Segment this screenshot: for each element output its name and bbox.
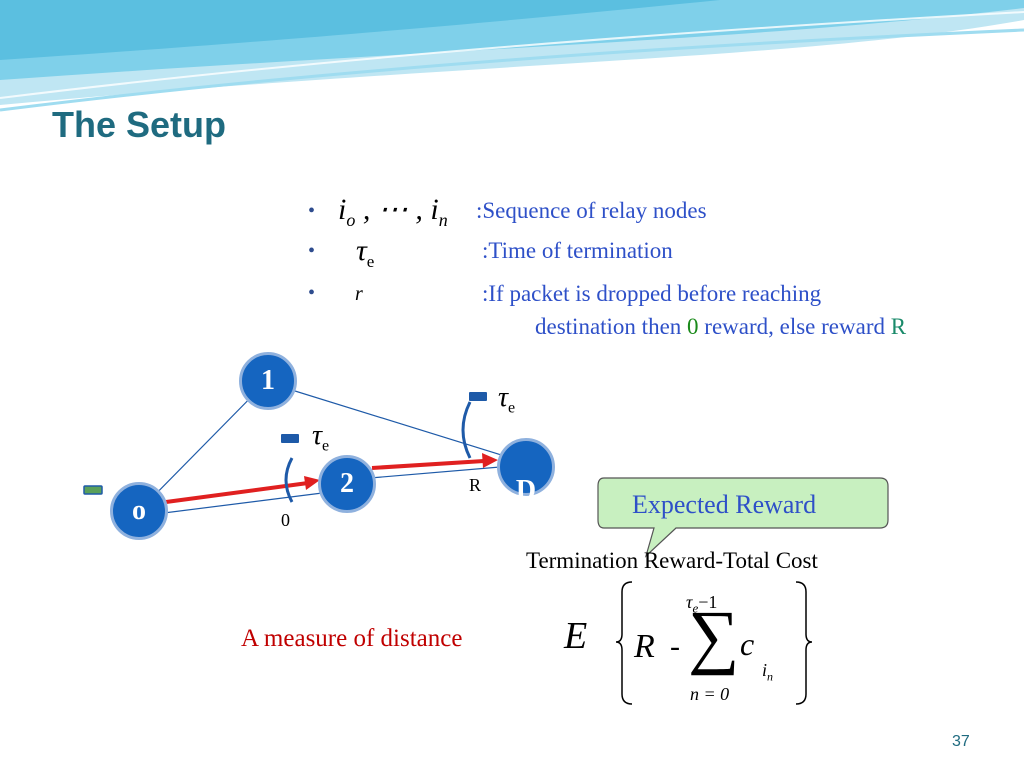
formula-minus: -	[670, 630, 680, 663]
formula-braces	[615, 581, 813, 705]
network-diagram	[83, 381, 525, 517]
arrow-2-d	[482, 453, 498, 468]
bullet-text-2: :Time of termination	[482, 238, 673, 263]
edge-o-1	[139, 381, 267, 511]
formula-caption: Termination Reward-Total Cost	[526, 548, 818, 573]
bullet-dot-1: •	[308, 200, 316, 222]
bullet-dot-2: •	[308, 240, 316, 262]
node-2: 2	[318, 455, 376, 513]
measure-label: A measure of distance	[241, 625, 463, 652]
zero-label: 0	[281, 510, 290, 530]
bracket-2	[284, 457, 294, 503]
slide-title: The Setup	[52, 104, 227, 145]
formula-r: R	[634, 628, 655, 665]
bullet-symbol-2: τe	[356, 234, 375, 271]
tau-label-2: τe	[312, 420, 330, 455]
node-o: o	[110, 482, 168, 540]
tau-label-d: τe	[498, 382, 516, 417]
path-o-2	[165, 481, 309, 504]
edge-2-d	[345, 464, 525, 481]
node-d: D	[497, 438, 555, 506]
formula-c: c	[740, 626, 755, 662]
marker-d	[469, 392, 487, 401]
bracket-d	[461, 401, 472, 459]
marker-o	[83, 485, 103, 495]
formula-sum: ∑	[688, 596, 740, 676]
formula-c-sub: in	[762, 660, 774, 684]
bullet-text-1: :Sequence of relay nodes	[476, 198, 707, 223]
formula-e: E	[564, 615, 588, 657]
callout-label: Expected Reward	[632, 490, 817, 519]
formula-upper: τe−1	[686, 592, 718, 616]
path-2-d	[371, 459, 485, 470]
bullet-dot-3: •	[308, 282, 316, 304]
r-label: R	[469, 475, 482, 495]
bullet-text-3: :If packet is dropped before reaching	[482, 281, 822, 306]
bullet-symbol-3: r	[355, 283, 363, 305]
arrow-o-2	[304, 476, 320, 490]
header-wave	[0, 0, 1024, 112]
page-number: 37	[952, 733, 970, 750]
edge-1-d	[265, 381, 525, 463]
callout-shape	[597, 477, 889, 558]
bullet-symbol-1: io , ⋯ , in	[338, 193, 448, 230]
edge-o-2	[139, 489, 347, 517]
node-1: 1	[239, 352, 297, 410]
marker-2	[281, 434, 299, 443]
formula-lower: n = 0	[690, 684, 730, 704]
bullet-text-3-line2: destination then 0 reward, else reward R	[535, 314, 907, 339]
